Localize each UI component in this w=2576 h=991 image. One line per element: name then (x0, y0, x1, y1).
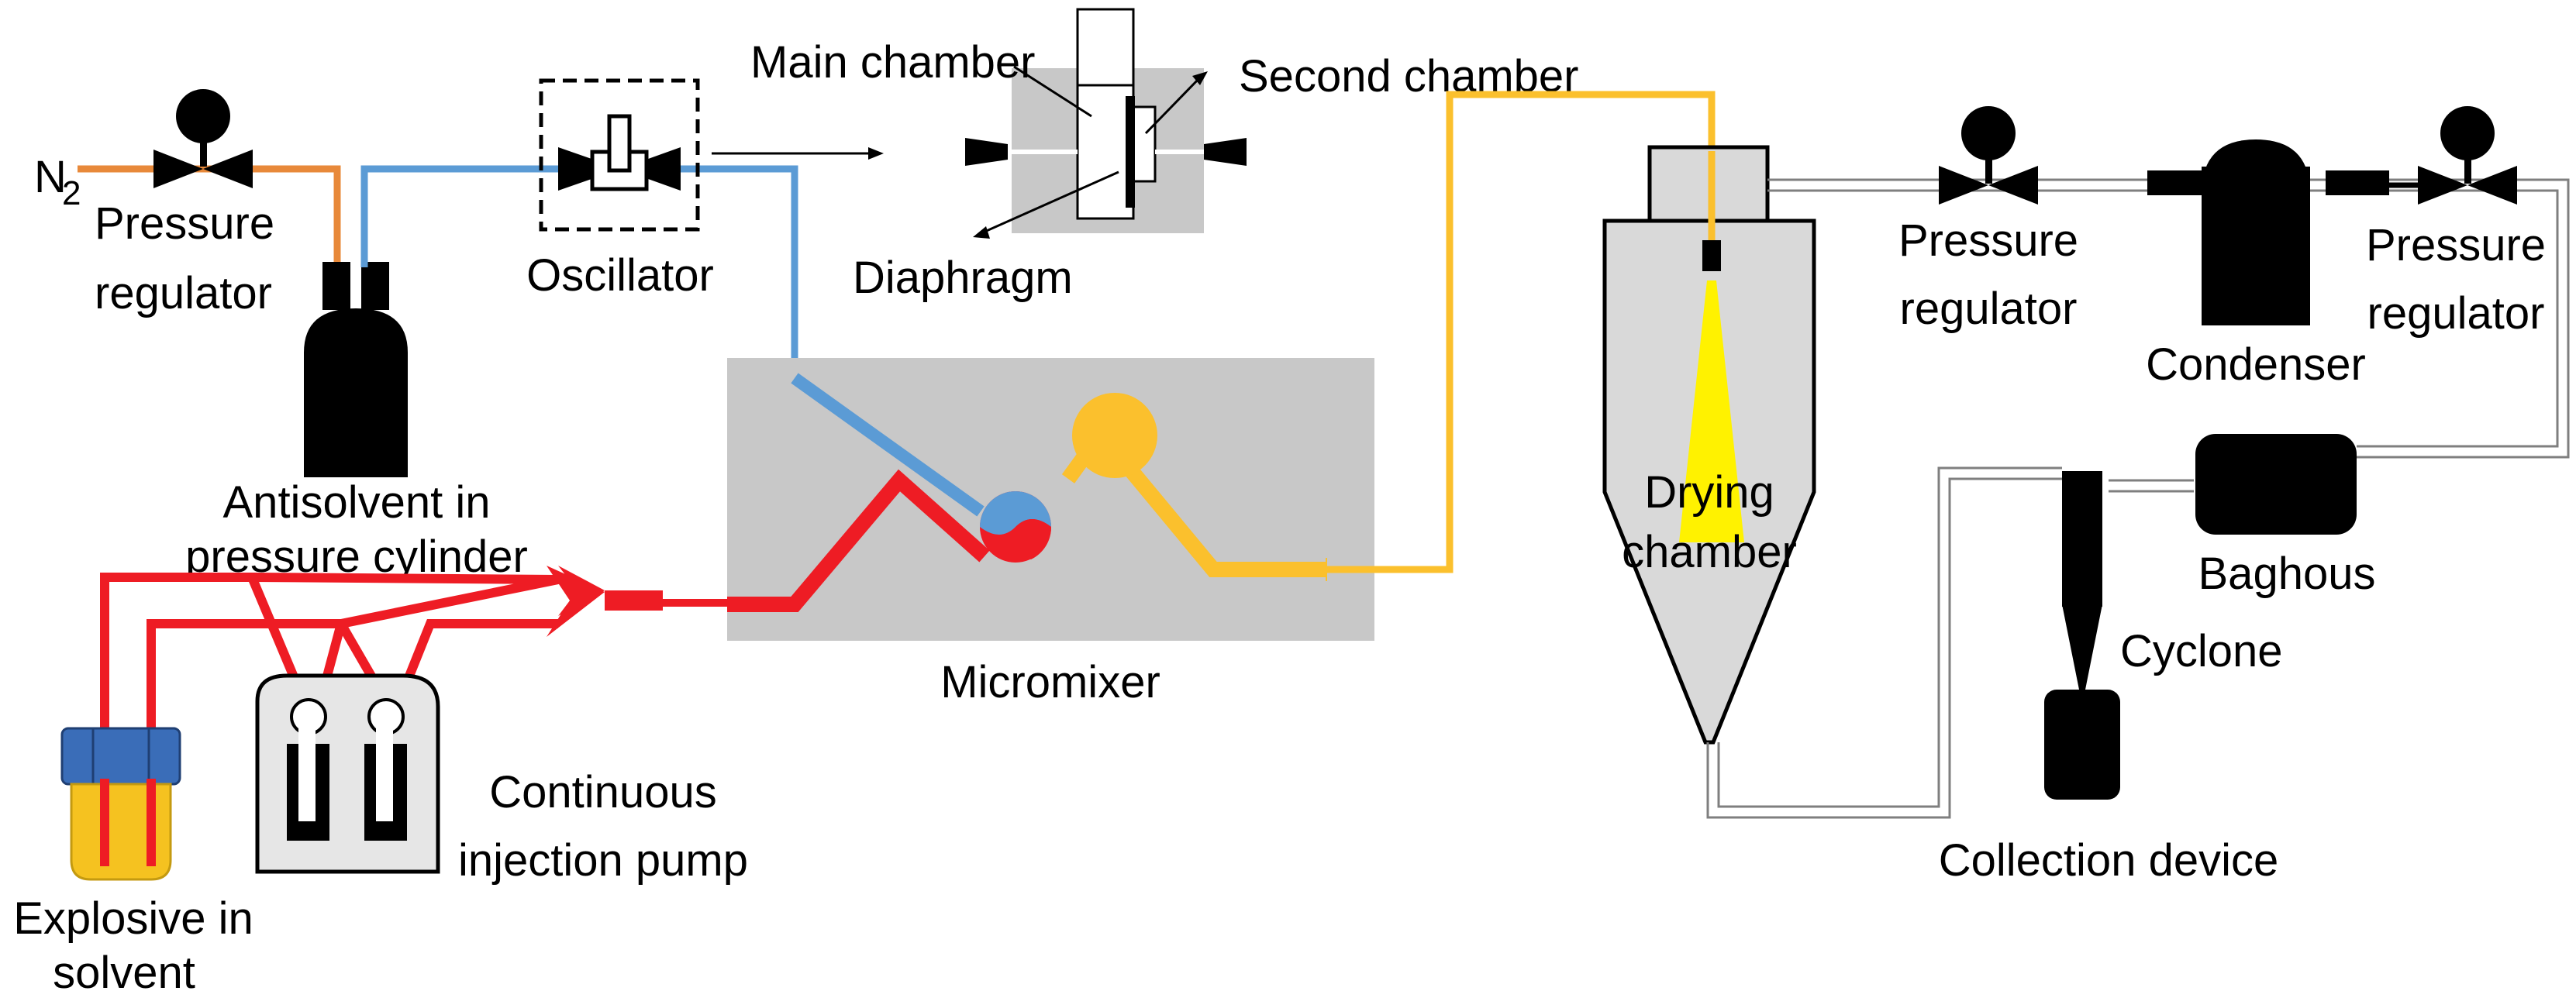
vial-body-icon (70, 783, 172, 881)
n2-subscript: 2 (62, 174, 81, 212)
regulator-2-label-line1: Pressure (1898, 215, 2078, 266)
oscillator-box (539, 78, 700, 232)
pump-outlet-line-b (402, 619, 558, 684)
antisolvent-label-line1: Antisolvent in (223, 477, 491, 528)
vial-cap-icon (60, 727, 181, 786)
pressure-regulator-2: Pressure regulator (1898, 106, 2078, 334)
oscillator: Oscillator (526, 78, 714, 301)
drying-label-line1: Drying (1644, 467, 1774, 518)
condenser-label: Condenser (2146, 339, 2366, 390)
cylinder-valve-left-icon (322, 262, 350, 310)
micromixer-red-channel (727, 469, 990, 612)
collection-device: Collection device (1939, 690, 2278, 886)
regulator-2-knob-icon (1961, 106, 2016, 160)
spray-cone (1679, 280, 1744, 542)
regulator-3-knob-icon (2440, 106, 2495, 160)
pump-outlet-line-a (321, 575, 560, 683)
vial-label-line2: solvent (53, 948, 195, 991)
diaphragm-plate (1126, 96, 1135, 208)
second-chamber-box (1132, 105, 1157, 183)
micromixer-yellow-chamber (1072, 393, 1157, 478)
collection-device-icon (2044, 690, 2120, 800)
regulator-2-label-line2: regulator (1900, 284, 2078, 334)
collection-label: Collection device (1939, 835, 2278, 886)
explosive-feed (100, 566, 729, 860)
vial-label-line1: Explosive in (13, 893, 253, 944)
n2-label: N (34, 152, 67, 202)
pump-label-line2: injection pump (458, 835, 748, 886)
regulator-3-valve-icon (2418, 166, 2467, 205)
main-chamber-label: Main chamber (750, 37, 1035, 88)
oscillator-label: Oscillator (526, 250, 714, 301)
regulator-1-label-line2: regulator (95, 268, 272, 318)
baghouse-label: Baghous (2198, 549, 2376, 599)
oscillator-detail-arrow (712, 147, 884, 160)
spray-nozzle-icon (1702, 240, 1721, 271)
regulator-1-knob-icon (176, 89, 230, 143)
regulator-1-label-line1: Pressure (95, 198, 274, 249)
cylinder-valve-right-icon (361, 262, 389, 310)
condenser: Condenser (2146, 139, 2419, 390)
cyclone-label: Cyclone (2120, 626, 2283, 676)
micromixer: Micromixer (727, 358, 1374, 707)
continuous-injection-pump: Continuous injection pump (255, 673, 748, 886)
baghouse: Baghous (2195, 434, 2375, 599)
pump-body (255, 673, 440, 874)
detail-nozzle-left-icon (965, 138, 1008, 166)
cyclone-icon (2062, 471, 2102, 607)
explosive-solvent-vial: Explosive in solvent (13, 727, 253, 991)
regulator-2-valve-icon (1939, 166, 1988, 205)
mixed-feed-line (1326, 91, 1716, 573)
cylinder-body-icon (304, 308, 408, 477)
regulator-3-label-line1: Pressure (2366, 220, 2546, 270)
pressure-regulator-1: Pressure regulator (95, 89, 274, 318)
exhaust-piping (1706, 178, 2570, 819)
explosive-line-outer (100, 573, 305, 860)
cyclone: Cyclone (2062, 471, 2283, 690)
micromixer-label: Micromixer (940, 657, 1160, 707)
pump-label-line1: Continuous (489, 767, 716, 817)
regulator-3-label-line2: regulator (2367, 288, 2545, 339)
pressure-regulator-3: Pressure regulator (2366, 106, 2546, 339)
drying-chamber: Drying chamber (1602, 145, 1816, 745)
diaphragm-label: Diaphragm (853, 253, 1073, 303)
detail-nozzle-right-icon (1204, 138, 1247, 166)
baghouse-icon (2195, 434, 2357, 535)
antisolvent-pressure-cylinder: Antisolvent in pressure cylinder (185, 262, 528, 582)
drying-label-line2: chamber (1622, 527, 1797, 577)
regulator-1-valve-icon (153, 150, 203, 188)
